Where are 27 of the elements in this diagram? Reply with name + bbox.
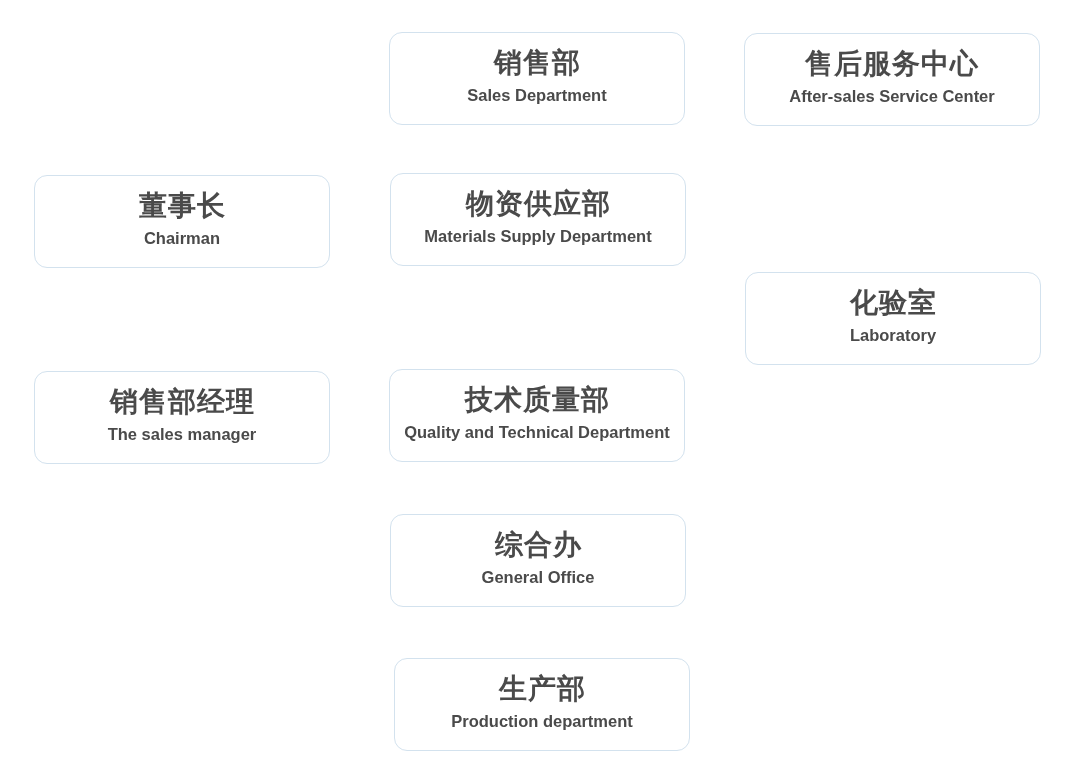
english-subtitle: After-sales Service Center [789, 86, 995, 106]
chinese-title: 物资供应部 [465, 187, 611, 221]
org-box [744, 33, 1040, 126]
org-box [390, 173, 686, 266]
english-subtitle: General Office [481, 567, 595, 587]
english-subtitle: Materials Supply Department [424, 226, 652, 246]
org-box [389, 32, 685, 125]
english-subtitle: Sales Department [467, 85, 607, 105]
english-subtitle: The sales manager [107, 424, 257, 444]
chinese-title: 综合办 [494, 528, 582, 562]
org-box [34, 175, 330, 268]
chinese-title: 售后服务中心 [805, 47, 979, 81]
chinese-title: 销售部 [493, 46, 581, 80]
chinese-title: 销售部经理 [109, 385, 255, 419]
english-subtitle: Laboratory [849, 325, 937, 345]
org-box [34, 371, 330, 464]
chinese-title: 生产部 [498, 672, 586, 706]
chinese-title: 董事长 [138, 189, 226, 223]
english-subtitle: Production department [451, 711, 633, 731]
org-box [394, 658, 690, 751]
org-box [389, 369, 685, 462]
org-box [745, 272, 1041, 365]
english-subtitle: Chairman [143, 228, 221, 248]
org-box [390, 514, 686, 607]
chinese-title: 化验室 [849, 286, 937, 320]
english-subtitle: Quality and Technical Department [404, 422, 670, 442]
chinese-title: 技术质量部 [464, 383, 610, 417]
